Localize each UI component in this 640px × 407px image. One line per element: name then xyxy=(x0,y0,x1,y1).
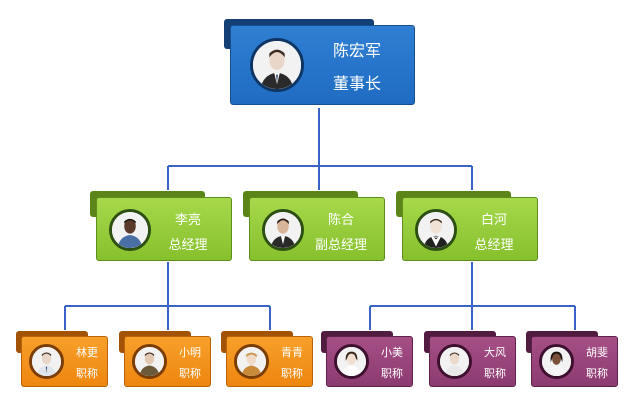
man-avatar-icon xyxy=(109,209,151,251)
staff-node-card: 青青 职称 xyxy=(221,331,313,387)
man-avatar-icon xyxy=(132,344,167,379)
staff-name: 小明 xyxy=(179,346,201,359)
staff-title: 职称 xyxy=(381,367,403,380)
staff-title: 职称 xyxy=(586,367,608,380)
woman-avatar-icon xyxy=(334,344,369,379)
staff-node-card: 胡斐 职称 xyxy=(526,331,618,387)
root-node-card: 陈宏军 董事长 xyxy=(224,19,415,105)
staff-node-card: 小美 职称 xyxy=(321,331,413,387)
manager-node-card: 李亮 总经理 xyxy=(90,191,232,261)
staff-node-card: 小明 职称 xyxy=(119,331,211,387)
staff-node-card: 大风 职称 xyxy=(424,331,516,387)
manager-node-card: 白河 总经理 xyxy=(396,191,538,261)
staff-name: 胡斐 xyxy=(586,346,608,359)
staff-title: 职称 xyxy=(281,367,303,380)
manager-name: 陈合 xyxy=(327,213,354,228)
manager-title: 总经理 xyxy=(168,238,208,253)
businessman-avatar-icon xyxy=(250,38,304,92)
waiter-avatar-icon xyxy=(415,209,457,251)
root-name: 陈宏军 xyxy=(332,41,381,60)
staff-name: 青青 xyxy=(281,346,303,359)
staff-title: 职称 xyxy=(76,367,98,380)
staff-title: 职称 xyxy=(484,367,506,380)
staff-node-card: 林更 职称 xyxy=(16,331,108,387)
root-title: 董事长 xyxy=(332,74,381,93)
manager-title: 总经理 xyxy=(474,238,514,253)
manager-title: 副总经理 xyxy=(314,238,367,253)
man-avatar-icon xyxy=(29,344,64,379)
woman-avatar-icon xyxy=(234,344,269,379)
manager-name: 李亮 xyxy=(174,213,201,228)
man-avatar-icon xyxy=(437,344,472,379)
staff-name: 大风 xyxy=(484,346,506,359)
businessman-avatar-icon xyxy=(262,209,304,251)
staff-name: 小美 xyxy=(381,346,403,359)
woman-avatar-icon xyxy=(539,344,574,379)
manager-node-card: 陈合 副总经理 xyxy=(243,191,385,261)
manager-name: 白河 xyxy=(480,213,507,228)
staff-name: 林更 xyxy=(76,346,98,359)
staff-title: 职称 xyxy=(179,367,201,380)
